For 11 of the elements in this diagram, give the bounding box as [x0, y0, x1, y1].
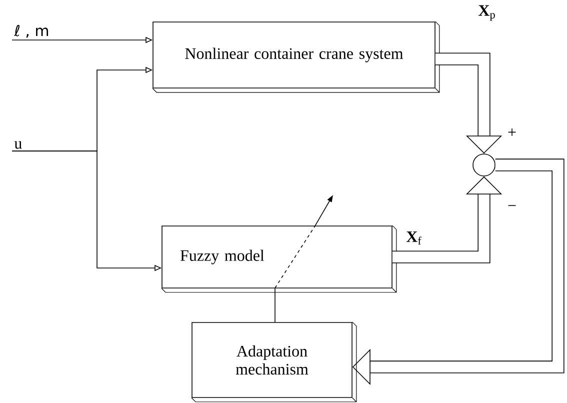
input-label: ℓ , m	[14, 24, 48, 38]
edge-label: X$_{f}$	[406, 231, 422, 245]
sign-label: +	[508, 128, 516, 136]
block-box: Adaptation mechanism	[191, 322, 357, 402]
block-box: Fuzzy model	[161, 225, 397, 293]
block-box: Nonlinear container crane system	[152, 21, 440, 93]
connector	[274, 288, 276, 322]
input-label: u	[14, 141, 22, 149]
sign-label: −	[508, 205, 516, 206]
edge-label: X$_{p}$	[478, 5, 495, 21]
summing-junction	[472, 154, 496, 176]
